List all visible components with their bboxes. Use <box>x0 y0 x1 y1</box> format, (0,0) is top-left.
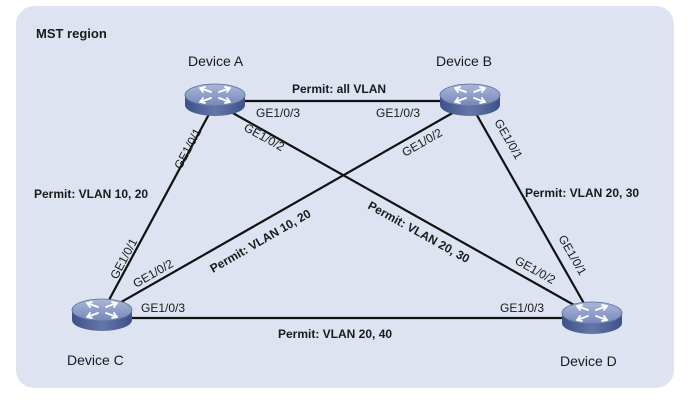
port-label-a-to-b: GE1/0/3 <box>256 106 300 120</box>
port-label-d-to-c: GE1/0/3 <box>500 301 544 315</box>
region-title: MST region <box>36 26 107 41</box>
device-a-label: Device A <box>188 53 244 69</box>
switch-icon <box>184 83 246 117</box>
link-b-d <box>469 102 591 315</box>
link-a-d <box>214 102 591 315</box>
port-label-b-to-a: GE1/0/3 <box>376 106 420 120</box>
switch-icon <box>561 301 623 335</box>
permit-label-a-c: Permit: VLAN 10, 20 <box>34 187 148 201</box>
device-c-label: Device C <box>67 352 124 368</box>
device-b-label: Device B <box>436 53 492 69</box>
permit-label-c-d: Permit: VLAN 20, 40 <box>278 327 392 341</box>
device-d[interactable] <box>561 301 623 335</box>
device-c[interactable] <box>71 298 133 332</box>
device-a[interactable] <box>184 83 246 117</box>
device-d-label: Device D <box>560 353 617 369</box>
port-label-c-to-d: GE1/0/3 <box>141 301 185 315</box>
switch-icon <box>439 83 501 117</box>
permit-label-a-b: Permit: all VLAN <box>292 82 386 96</box>
switch-icon <box>71 298 133 332</box>
device-b[interactable] <box>439 83 501 117</box>
permit-label-b-d: Permit: VLAN 20, 30 <box>525 186 639 200</box>
link-a-c <box>101 102 216 314</box>
mst-region-background <box>16 6 674 388</box>
link-b-c <box>101 102 471 314</box>
